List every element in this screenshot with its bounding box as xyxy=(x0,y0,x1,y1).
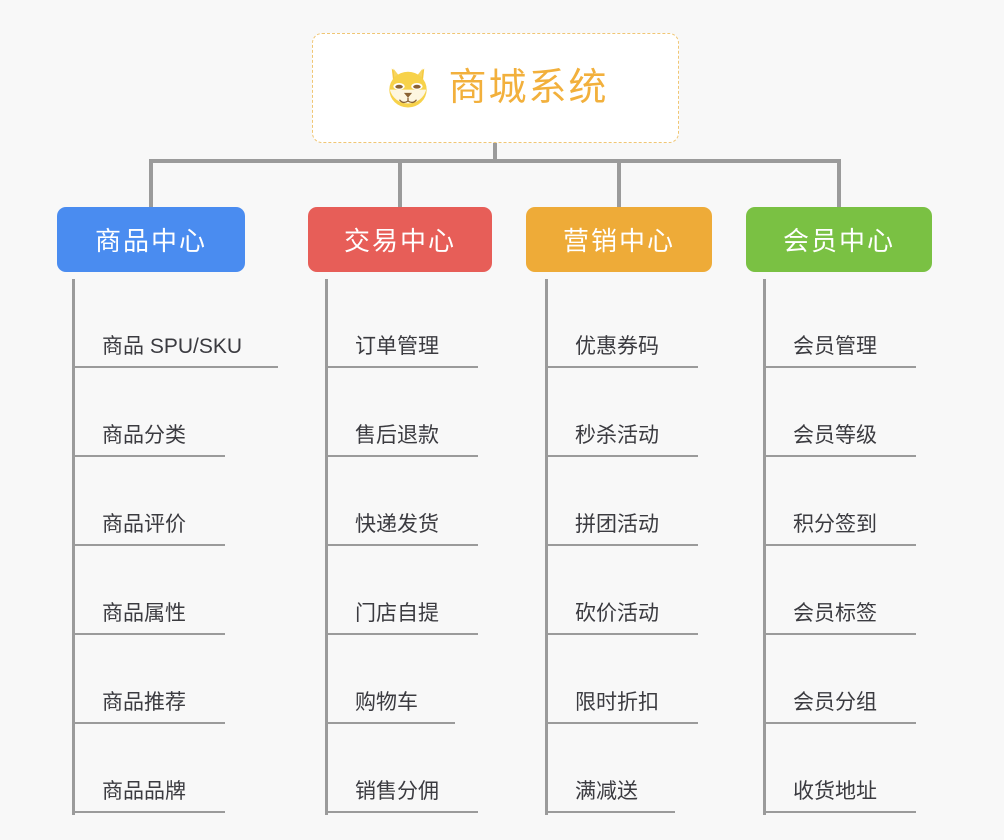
leaf-item-rule xyxy=(72,544,225,546)
connector-drop-member-center xyxy=(837,159,841,208)
leaf-item[interactable]: 商品品牌 xyxy=(72,724,225,813)
leaf-item[interactable]: 销售分佣 xyxy=(325,724,478,813)
branch-header-label: 会员中心 xyxy=(782,226,895,256)
leaf-item-rule xyxy=(325,722,455,724)
leaf-item-label: 购物车 xyxy=(355,691,418,714)
leaf-item-label: 会员标签 xyxy=(793,602,877,625)
leaf-item-label: 会员分组 xyxy=(793,691,877,714)
leaf-item-rule xyxy=(72,722,225,724)
leaf-item-label: 满减送 xyxy=(575,780,638,803)
leaf-item[interactable]: 商品 SPU/SKU xyxy=(72,279,278,368)
leaf-item-rule xyxy=(325,633,478,635)
leaf-item-rule xyxy=(763,811,916,813)
leaf-item[interactable]: 会员管理 xyxy=(763,279,916,368)
leaf-item[interactable]: 秒杀活动 xyxy=(545,368,698,457)
connector-stem xyxy=(493,143,497,162)
leaf-item-rule xyxy=(545,366,698,368)
leaf-item[interactable]: 门店自提 xyxy=(325,546,478,635)
leaf-item[interactable]: 会员分组 xyxy=(763,635,916,724)
leaf-item-label: 商品 SPU/SKU xyxy=(102,335,243,358)
leaf-item-label: 优惠券码 xyxy=(575,335,659,358)
leaf-item-label: 限时折扣 xyxy=(575,691,659,714)
leaf-item[interactable]: 积分签到 xyxy=(763,457,916,546)
leaf-item-label: 门店自提 xyxy=(355,602,439,625)
leaf-item[interactable]: 会员等级 xyxy=(763,368,916,457)
branch-header-label: 营销中心 xyxy=(562,226,675,256)
leaf-item-rule xyxy=(72,811,225,813)
leaf-spine-marketing-center xyxy=(545,279,548,815)
leaf-item-rule xyxy=(763,544,916,546)
branch-header-marketing-center[interactable]: 营销中心 xyxy=(526,207,712,272)
leaf-item-rule xyxy=(325,544,478,546)
leaf-item-label: 收货地址 xyxy=(793,780,877,803)
leaf-item[interactable]: 订单管理 xyxy=(325,279,478,368)
leaf-item-rule xyxy=(72,633,225,635)
leaf-item-label: 商品推荐 xyxy=(102,691,186,714)
leaf-item[interactable]: 拼团活动 xyxy=(545,457,698,546)
leaf-item-rule xyxy=(72,455,225,457)
leaf-item-label: 售后退款 xyxy=(355,424,439,447)
leaf-item-rule xyxy=(545,722,698,724)
leaf-item-rule xyxy=(72,366,278,368)
leaf-item[interactable]: 限时折扣 xyxy=(545,635,698,724)
connector-drop-marketing-center xyxy=(617,159,621,208)
root-title: 商城系统 xyxy=(448,67,609,109)
leaf-item-rule xyxy=(763,722,916,724)
leaf-item[interactable]: 满减送 xyxy=(545,724,675,813)
leaf-spine-member-center xyxy=(763,279,766,815)
leaf-item[interactable]: 会员标签 xyxy=(763,546,916,635)
leaf-item-rule xyxy=(763,455,916,457)
dog-face-icon xyxy=(389,68,428,108)
leaf-item-label: 订单管理 xyxy=(355,335,439,358)
leaf-item[interactable]: 商品属性 xyxy=(72,546,225,635)
leaf-spine-trade-center xyxy=(325,279,328,815)
leaf-item-rule xyxy=(545,544,698,546)
leaf-item-rule xyxy=(325,811,478,813)
leaf-item[interactable]: 购物车 xyxy=(325,635,455,724)
branch-header-trade-center[interactable]: 交易中心 xyxy=(308,207,492,272)
leaf-item-label: 秒杀活动 xyxy=(575,424,659,447)
branch-header-label: 交易中心 xyxy=(343,226,456,256)
leaf-item-rule xyxy=(545,811,675,813)
leaf-item-rule xyxy=(325,455,478,457)
root-node[interactable]: 商城系统 xyxy=(312,33,679,143)
leaf-item-label: 商品分类 xyxy=(102,424,186,447)
connector-drop-product-center xyxy=(149,159,153,208)
leaf-item-rule xyxy=(763,633,916,635)
leaf-item-label: 拼团活动 xyxy=(575,513,659,536)
leaf-item[interactable]: 售后退款 xyxy=(325,368,478,457)
leaf-item[interactable]: 商品推荐 xyxy=(72,635,225,724)
leaf-item[interactable]: 商品分类 xyxy=(72,368,225,457)
leaf-item-label: 会员等级 xyxy=(793,424,877,447)
leaf-item[interactable]: 快递发货 xyxy=(325,457,478,546)
leaf-item-rule xyxy=(325,366,478,368)
branch-header-product-center[interactable]: 商品中心 xyxy=(57,207,245,272)
leaf-item-label: 商品品牌 xyxy=(102,780,186,803)
leaf-item-label: 商品属性 xyxy=(102,602,186,625)
connector-bar xyxy=(149,159,841,163)
leaf-spine-product-center xyxy=(72,279,75,815)
leaf-item[interactable]: 收货地址 xyxy=(763,724,916,813)
leaf-item-rule xyxy=(763,366,916,368)
leaf-item-label: 快递发货 xyxy=(355,513,439,536)
leaf-item-rule xyxy=(545,633,698,635)
leaf-item[interactable]: 商品评价 xyxy=(72,457,225,546)
leaf-item-label: 销售分佣 xyxy=(355,780,439,803)
leaf-item-rule xyxy=(545,455,698,457)
leaf-item[interactable]: 优惠券码 xyxy=(545,279,698,368)
leaf-item-label: 商品评价 xyxy=(102,513,186,536)
branch-header-label: 商品中心 xyxy=(94,226,207,256)
leaf-item-label: 积分签到 xyxy=(793,513,877,536)
leaf-item-label: 砍价活动 xyxy=(575,602,659,625)
connector-drop-trade-center xyxy=(398,159,402,208)
branch-header-member-center[interactable]: 会员中心 xyxy=(746,207,932,272)
leaf-item[interactable]: 砍价活动 xyxy=(545,546,698,635)
leaf-item-label: 会员管理 xyxy=(793,335,877,358)
